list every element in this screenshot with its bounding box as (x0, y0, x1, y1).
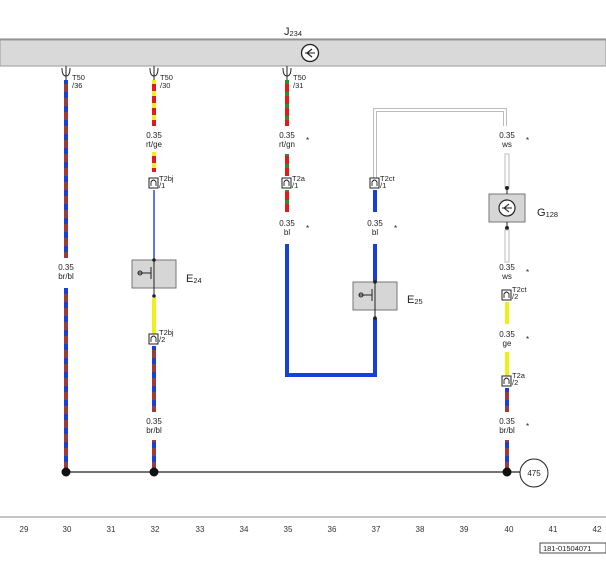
asterisk-mark: * (526, 335, 529, 344)
asterisk-mark: * (306, 224, 309, 233)
svg-text:31: 31 (107, 525, 116, 534)
connector-t2bj-2: T2bj/2 (148, 328, 174, 345)
doc-number-box (539, 542, 606, 554)
wire-col32-yellow (152, 298, 156, 334)
wire-white-ws-top (373, 108, 507, 178)
svg-text:T2bj/1: T2bj/1 (159, 174, 174, 190)
wire-col32-brbl-lower (152, 346, 156, 412)
svg-text:34: 34 (240, 525, 249, 534)
grid-numbers: 29 30 31 32 33 34 35 36 37 38 39 40 41 4… (20, 525, 602, 534)
svg-text:36: 36 (328, 525, 337, 534)
wire-col32-rtge-top (152, 80, 156, 126)
label-bg (60, 258, 72, 288)
svg-text:T2a/2: T2a/2 (512, 371, 526, 387)
wire-col40-ws-lower (504, 229, 510, 263)
connector-t2ct-1: T2ct/1 (369, 174, 396, 190)
terminal-t50-36: T50/36 (72, 73, 85, 90)
connector-t2ct-2: T2ct/2 (501, 285, 528, 301)
svg-text:38: 38 (416, 525, 425, 534)
asterisk-mark: * (394, 224, 397, 233)
wire-col32-rtge-mid (152, 152, 156, 172)
ground-reference-circle (519, 458, 549, 488)
control-unit-label: J234 (284, 26, 302, 38)
svg-text:T2ct/1: T2ct/1 (380, 174, 396, 190)
component-label-e25: E25 (407, 294, 423, 306)
svg-text:29: 29 (20, 525, 29, 534)
switch-e24: E24 (131, 258, 202, 298)
connector-t2bj-1: T2bj/1 (148, 174, 174, 190)
svg-text:37: 37 (372, 525, 381, 534)
asterisk-mark: * (526, 136, 529, 145)
control-unit-j234: J234 (0, 26, 606, 67)
svg-text:40: 40 (505, 525, 514, 534)
svg-text:30: 30 (63, 525, 72, 534)
ground-node (149, 467, 159, 477)
svg-text:41: 41 (549, 525, 558, 534)
wire-col40-brbl-upper (505, 388, 509, 412)
wire-col37-blue-mid (373, 244, 377, 282)
wire-col40-brbl-bottom (505, 440, 509, 472)
wire-blue-loop (285, 244, 377, 377)
terminal-t50-30: T50/30 (160, 73, 173, 90)
symbol-arrow (306, 48, 313, 58)
wire-col40-ws-upper (504, 153, 510, 189)
svg-text:T2bj/2: T2bj/2 (159, 328, 174, 344)
svg-text:42: 42 (593, 525, 602, 534)
svg-text:T2a/1: T2a/1 (292, 174, 306, 190)
wire-col40-yellow-top (505, 302, 509, 324)
asterisk-mark: * (306, 136, 309, 145)
asterisk-mark: * (526, 268, 529, 277)
svg-text:35: 35 (284, 525, 293, 534)
sensor-g128: G128 (488, 186, 558, 230)
wire-col32-brbl-bottom (152, 440, 156, 472)
wire-col35-rtgn-top (285, 80, 289, 126)
component-label-g128: G128 (537, 207, 558, 219)
wire-col35-rtgn-low (285, 190, 289, 212)
svg-text:33: 33 (196, 525, 205, 534)
asterisk-mark: * (526, 422, 529, 431)
terminal-t50-31: T50/31 (293, 73, 306, 90)
wire-col40-yellow-bottom (505, 352, 509, 376)
ground-reference-label: 475 (527, 469, 541, 478)
ground-node (502, 467, 512, 477)
switch-e25: E25 (352, 280, 423, 320)
doc-number: 181-01504071 (543, 544, 591, 553)
connector-t2a-1: T2a/1 (281, 174, 306, 190)
connector-t2a-2: T2a/2 (501, 371, 526, 387)
svg-text:T2ct/2: T2ct/2 (512, 285, 528, 301)
wire-white-ws-core (374, 109, 506, 178)
svg-text:32: 32 (151, 525, 160, 534)
wire-col37-blue-top (373, 190, 377, 212)
ground-node (61, 467, 71, 477)
terminal-forks (61, 66, 292, 80)
wire-col35-rtgn-mid (285, 154, 289, 176)
svg-text:39: 39 (460, 525, 469, 534)
component-label-e24: E24 (186, 273, 202, 285)
